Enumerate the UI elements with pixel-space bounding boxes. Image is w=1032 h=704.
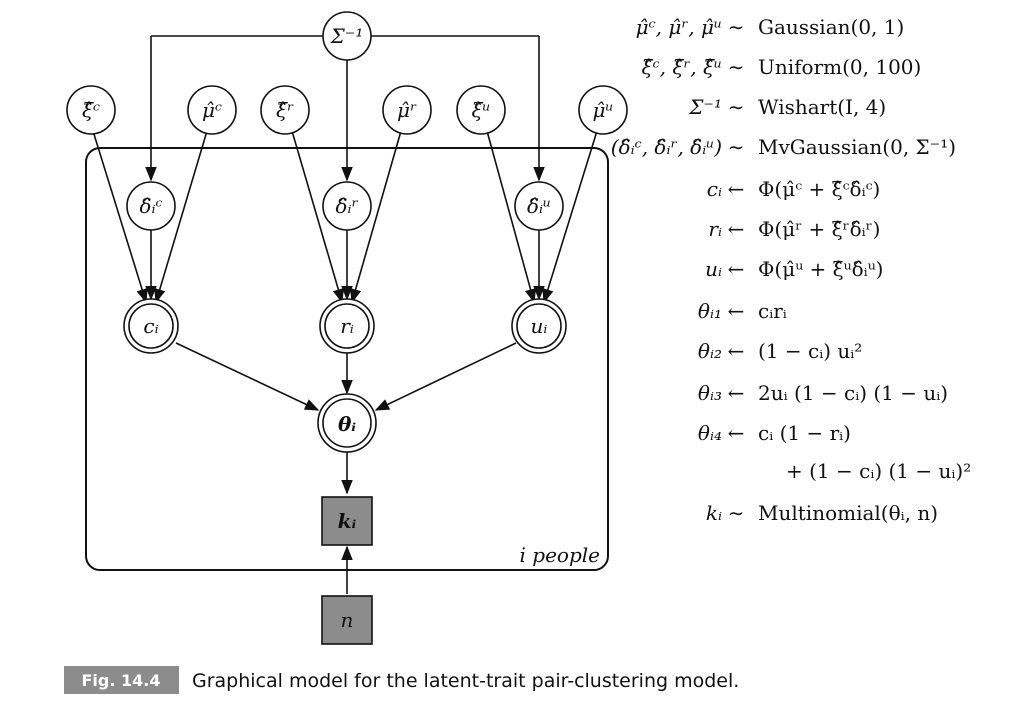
svg-text:kᵢ: kᵢ [338,509,357,533]
equation-row: kᵢ∼ Multinomial(θᵢ, n) [706,501,938,525]
equation-row: μ̂ᶜ, μ̂ʳ, μ̂ᵘ∼ Gaussian(0, 1) [636,15,905,39]
equation-operator: ← [728,299,745,323]
equation-operator: ← [728,177,745,201]
node-delta-r: δ̂ᵢʳ [322,181,372,231]
equation-rhs: Φ(μ̂ᵘ + ξ̂ᵘδ̂ᵢᵘ) [758,257,884,281]
equation-row: ξ̂ᶜ, ξ̂ʳ, ξ̂ᵘ∼ Uniform(0, 100) [642,55,922,79]
svg-text:δ̂ᵢᶜ: δ̂ᵢᶜ [139,194,162,218]
equation-rhs: Multinomial(θᵢ, n) [758,501,938,525]
svg-text:μ̂ᵘ: μ̂ᵘ [593,98,614,122]
equation-rhs: Gaussian(0, 1) [758,15,904,39]
equation-row: cᵢ← Φ(μ̂ᶜ + ξ̂ᶜδ̂ᵢᶜ) [707,177,881,201]
equation-rhs: cᵢ (1 − rᵢ) [758,421,851,445]
equation-lhs: (δ̂ᵢᶜ, δ̂ᵢʳ, δ̂ᵢᵘ) [611,135,722,159]
equation-row: + (1 − cᵢ) (1 − uᵢ)² [786,459,971,483]
equation-rhs: Wishart(I, 4) [758,95,886,119]
node-mu-c: μ̂ᶜ [187,85,237,135]
equation-rhs: (1 − cᵢ) uᵢ² [758,339,862,363]
equation-operator: ← [728,257,745,281]
sigma-connectors [145,35,545,182]
equation-lhs: kᵢ [706,501,722,525]
node-mu-u: μ̂ᵘ [578,85,628,135]
svg-text:μ̂ᶜ: μ̂ᶜ [202,98,222,122]
equation-lhs: Σ⁻¹ [688,95,722,119]
equation-rhs: 2uᵢ (1 − cᵢ) (1 − uᵢ) [758,381,948,405]
svg-text:δ̂ᵢʳ: δ̂ᵢʳ [335,194,358,218]
model-equations: μ̂ᶜ, μ̂ʳ, μ̂ᵘ∼Gaussian(0, 1)ξ̂ᶜ, ξ̂ʳ, ξ̂… [611,15,971,525]
equation-row: θᵢ₄← cᵢ (1 − rᵢ) [698,421,851,445]
svg-text:ξ̂ᶜ: ξ̂ᶜ [82,98,100,122]
svg-text:rᵢ: rᵢ [340,314,354,338]
equation-rhs: Φ(μ̂ʳ + ξ̂ʳδ̂ᵢʳ) [758,217,880,241]
equation-operator: ∼ [728,135,745,159]
equation-operator: ← [728,381,745,405]
equation-lhs: uᵢ [705,257,722,281]
edges [92,130,598,594]
svg-text:θᵢ: θᵢ [338,412,356,436]
svg-text:ξ̂ᵘ: ξ̂ᵘ [472,98,491,122]
equation-operator: ← [728,217,745,241]
svg-text:n: n [341,608,354,632]
equation-lhs: θᵢ₃ [698,381,722,405]
equation-lhs: θᵢ₁ [698,299,722,323]
equation-row: Σ⁻¹∼ Wishart(I, 4) [688,95,886,119]
equation-lhs: μ̂ᶜ, μ̂ʳ, μ̂ᵘ [636,15,722,39]
svg-text:uᵢ: uᵢ [531,314,548,338]
equation-rhs: Uniform(0, 100) [758,55,921,79]
node-k-i: kᵢ [321,496,373,546]
node-n: n [321,595,373,645]
equation-operator: ∼ [728,55,745,79]
equation-rhs: + (1 − cᵢ) (1 − uᵢ)² [786,459,971,483]
equation-operator: ← [728,421,745,445]
node-delta-c: δ̂ᵢᶜ [126,181,176,231]
equation-rhs: MvGaussian(0, Σ⁻¹) [758,135,956,159]
node-delta-u: δ̂ᵢᵘ [514,181,564,231]
node-theta-i: θᵢ [317,393,377,453]
node-u-i: uᵢ [511,298,567,354]
equation-operator: ∼ [728,501,745,525]
node-c-i: cᵢ [123,298,179,354]
equation-lhs: ξ̂ᶜ, ξ̂ʳ, ξ̂ᵘ [642,55,722,79]
equation-lhs: cᵢ [707,177,722,201]
svg-text:Σ⁻¹: Σ⁻¹ [330,24,364,48]
svg-text:δ̂ᵢᵘ: δ̂ᵢᵘ [527,194,551,218]
equation-lhs: θᵢ₂ [698,339,722,363]
svg-text:ξ̂ʳ: ξ̂ʳ [276,98,294,122]
equation-row: θᵢ₁← cᵢrᵢ [698,299,787,323]
node-xi-u: ξ̂ᵘ [456,85,506,135]
equation-rhs: cᵢrᵢ [758,299,787,323]
equation-rhs: Φ(μ̂ᶜ + ξ̂ᶜδ̂ᵢᶜ) [758,177,880,201]
node-sigma-inverse: Σ⁻¹ [322,11,372,61]
equation-lhs: rᵢ [708,217,722,241]
equation-operator: ← [728,339,745,363]
node-mu-r: μ̂ʳ [382,85,432,135]
svg-text:μ̂ʳ: μ̂ʳ [397,98,417,122]
equation-row: uᵢ← Φ(μ̂ᵘ + ξ̂ᵘδ̂ᵢᵘ) [705,257,883,281]
equation-operator: ∼ [728,95,745,119]
node-r-i: rᵢ [319,298,375,354]
equation-row: θᵢ₃← 2uᵢ (1 − cᵢ) (1 − uᵢ) [698,381,948,405]
caption-text: Graphical model for the latent-trait pai… [192,670,739,692]
equation-row: (δ̂ᵢᶜ, δ̂ᵢʳ, δ̂ᵢᵘ)∼ MvGaussian(0, Σ⁻¹) [611,135,956,159]
caption-badge-bg [64,666,179,694]
node-xi-c: ξ̂ᶜ [66,85,116,135]
equation-lhs: θᵢ₄ [698,421,722,445]
caption-badge: Fig. 14.4 [82,671,161,690]
plate-label: i people [520,543,600,567]
equation-operator: ∼ [728,15,745,39]
figure-caption: Fig. 14.4 Graphical model for the latent… [64,666,739,694]
equation-row: θᵢ₂← (1 − cᵢ) uᵢ² [698,339,862,363]
equation-row: rᵢ← Φ(μ̂ʳ + ξ̂ʳδ̂ᵢʳ) [708,217,880,241]
svg-text:cᵢ: cᵢ [143,314,158,338]
node-xi-r: ξ̂ʳ [260,85,310,135]
